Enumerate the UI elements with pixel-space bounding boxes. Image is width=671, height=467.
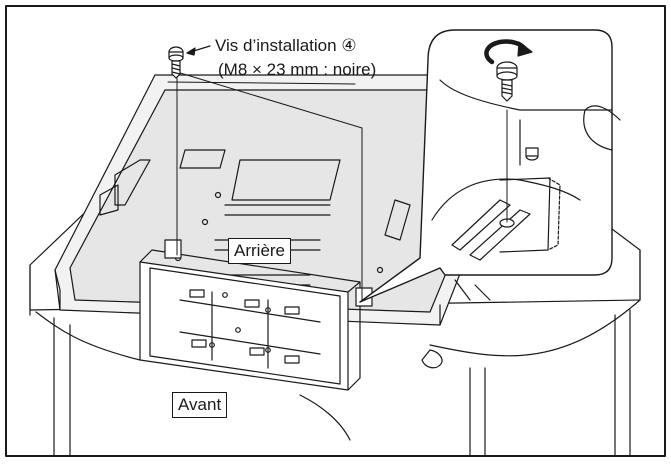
- diagram-frame: [5, 5, 666, 457]
- pedestal-stand: [139, 239, 373, 391]
- cloth-fold: [583, 105, 621, 151]
- leader-arrow: [186, 45, 211, 56]
- detail-screw-icon: [496, 61, 518, 102]
- panel-connector: [454, 279, 491, 301]
- table-leg-center: [469, 367, 486, 456]
- back-vent: [231, 159, 341, 201]
- detail-callout: [359, 29, 613, 303]
- screw-icon: [168, 46, 184, 79]
- front-label: Avant: [172, 392, 228, 418]
- guide-lines: [167, 69, 363, 301]
- table-leg-right: [614, 309, 631, 456]
- rotate-arrow-icon: [484, 39, 533, 65]
- table-leg-left: [53, 317, 71, 456]
- screw-label-line2: (M8 × 23 mm : noire): [218, 60, 377, 79]
- screw-label-line1: Vis d’installation ④: [215, 36, 357, 55]
- rear-label: Arrière: [228, 238, 292, 264]
